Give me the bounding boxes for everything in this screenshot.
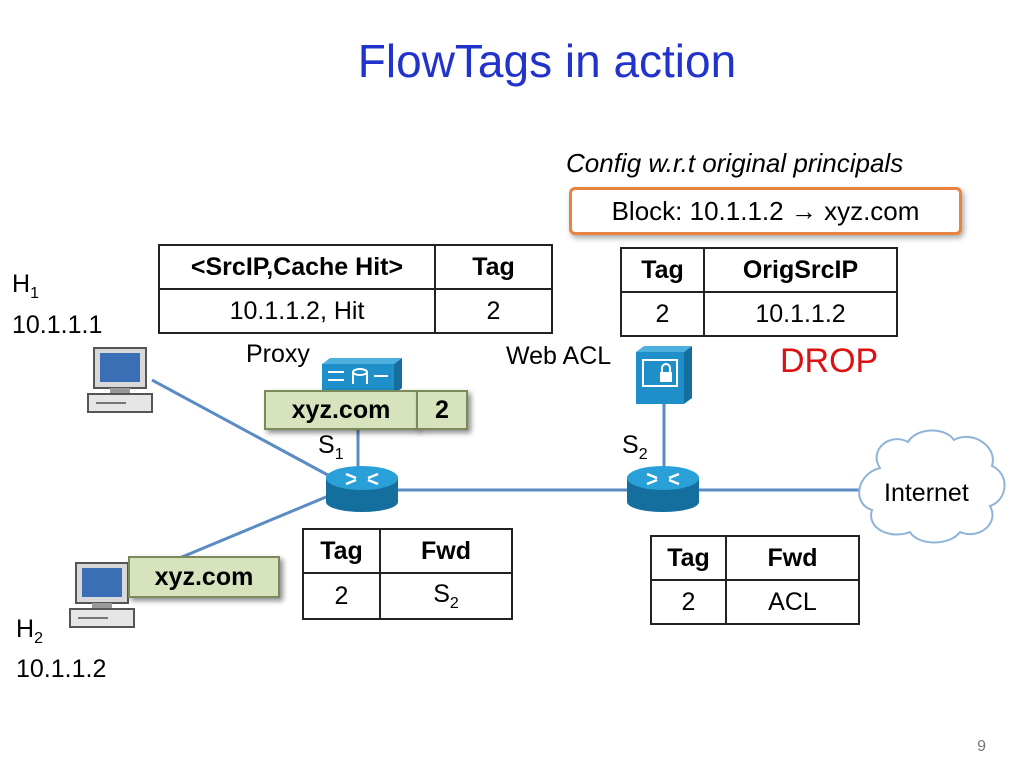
- s1-fwd-main: S: [433, 579, 450, 608]
- cloud-icon: [858, 429, 1006, 544]
- s1-label: S1: [318, 433, 344, 463]
- web-acl-label: Web ACL: [506, 342, 612, 370]
- h2-sub: 2: [34, 630, 43, 647]
- proxy-table-header-key: <SrcIP,Cache Hit>: [158, 244, 436, 290]
- s1-forwarding-table: Tag Fwd 2 S2: [302, 528, 513, 620]
- s2-table-header-tag: Tag: [650, 535, 727, 581]
- s1-table-header-fwd: Fwd: [379, 528, 513, 574]
- acl-table-cell-srcip: 10.1.1.2: [703, 291, 898, 337]
- s2-label: S2: [622, 433, 648, 463]
- h1-name: H: [12, 270, 31, 298]
- tagged-packet: xyz.com 2: [264, 390, 468, 430]
- s2-table-header-fwd: Fwd: [725, 535, 860, 581]
- proxy-table-cell-tag: 2: [434, 288, 553, 334]
- s1-table-cell-fwd: S2: [379, 572, 513, 620]
- firewall-icon: [636, 346, 692, 404]
- s2-table-cell-fwd: ACL: [725, 579, 860, 625]
- h2-name: H: [16, 615, 35, 643]
- s1-table-header-tag: Tag: [302, 528, 381, 574]
- s1-table-cell-tag: 2: [302, 572, 381, 620]
- s1-fwd-sub: 2: [449, 594, 459, 612]
- router-s1-icon: [326, 466, 398, 512]
- acl-table-header-tag: Tag: [620, 247, 705, 293]
- config-caption: Config w.r.t original principals: [566, 148, 904, 178]
- untagged-packet: xyz.com: [128, 556, 280, 598]
- drop-label: DROP: [780, 342, 879, 380]
- h2-ip: 10.1.1.2: [16, 655, 107, 683]
- acl-table-cell-tag: 2: [620, 291, 705, 337]
- s2-table-cell-tag: 2: [650, 579, 727, 625]
- page-number: 9: [977, 738, 986, 755]
- acl-tag-table: Tag OrigSrcIP 2 10.1.1.2: [620, 247, 898, 337]
- tagged-packet-domain: xyz.com: [264, 390, 418, 430]
- proxy-tag-table: <SrcIP,Cache Hit> Tag 10.1.1.2, Hit 2: [158, 244, 553, 334]
- config-rule-suffix: xyz.com: [824, 196, 920, 226]
- h1-sub: 1: [30, 285, 39, 302]
- proxy-table-header-tag: Tag: [434, 244, 553, 290]
- s1-sub: 1: [334, 446, 344, 463]
- s1-main: S: [318, 431, 335, 459]
- link-h1-s1: [151, 378, 351, 489]
- tagged-packet-tag: 2: [416, 390, 468, 430]
- config-rule-box: Block: 10.1.1.2 → xyz.com: [569, 187, 962, 235]
- s2-forwarding-table: Tag Fwd 2 ACL: [650, 535, 860, 625]
- proxy-label: Proxy: [246, 340, 310, 368]
- h2-label: H2: [16, 617, 43, 647]
- acl-table-header-srcip: OrigSrcIP: [703, 247, 898, 293]
- computer-h1-icon: [87, 347, 153, 413]
- internet-label: Internet: [884, 479, 969, 507]
- proxy-server-icon: [322, 358, 402, 394]
- proxy-table-cell-key: 10.1.1.2, Hit: [158, 288, 436, 334]
- config-rule-prefix: Block: 10.1.1.2: [611, 196, 784, 226]
- slide-title: FlowTags in action: [357, 35, 737, 87]
- computer-h2-icon: [69, 562, 135, 628]
- h1-label: H1: [12, 272, 39, 302]
- h1-ip: 10.1.1.1: [12, 311, 103, 339]
- s2-sub: 2: [638, 446, 648, 463]
- arrow-right-icon: →: [790, 196, 817, 226]
- s2-main: S: [622, 431, 639, 459]
- router-s2-icon: [627, 466, 699, 512]
